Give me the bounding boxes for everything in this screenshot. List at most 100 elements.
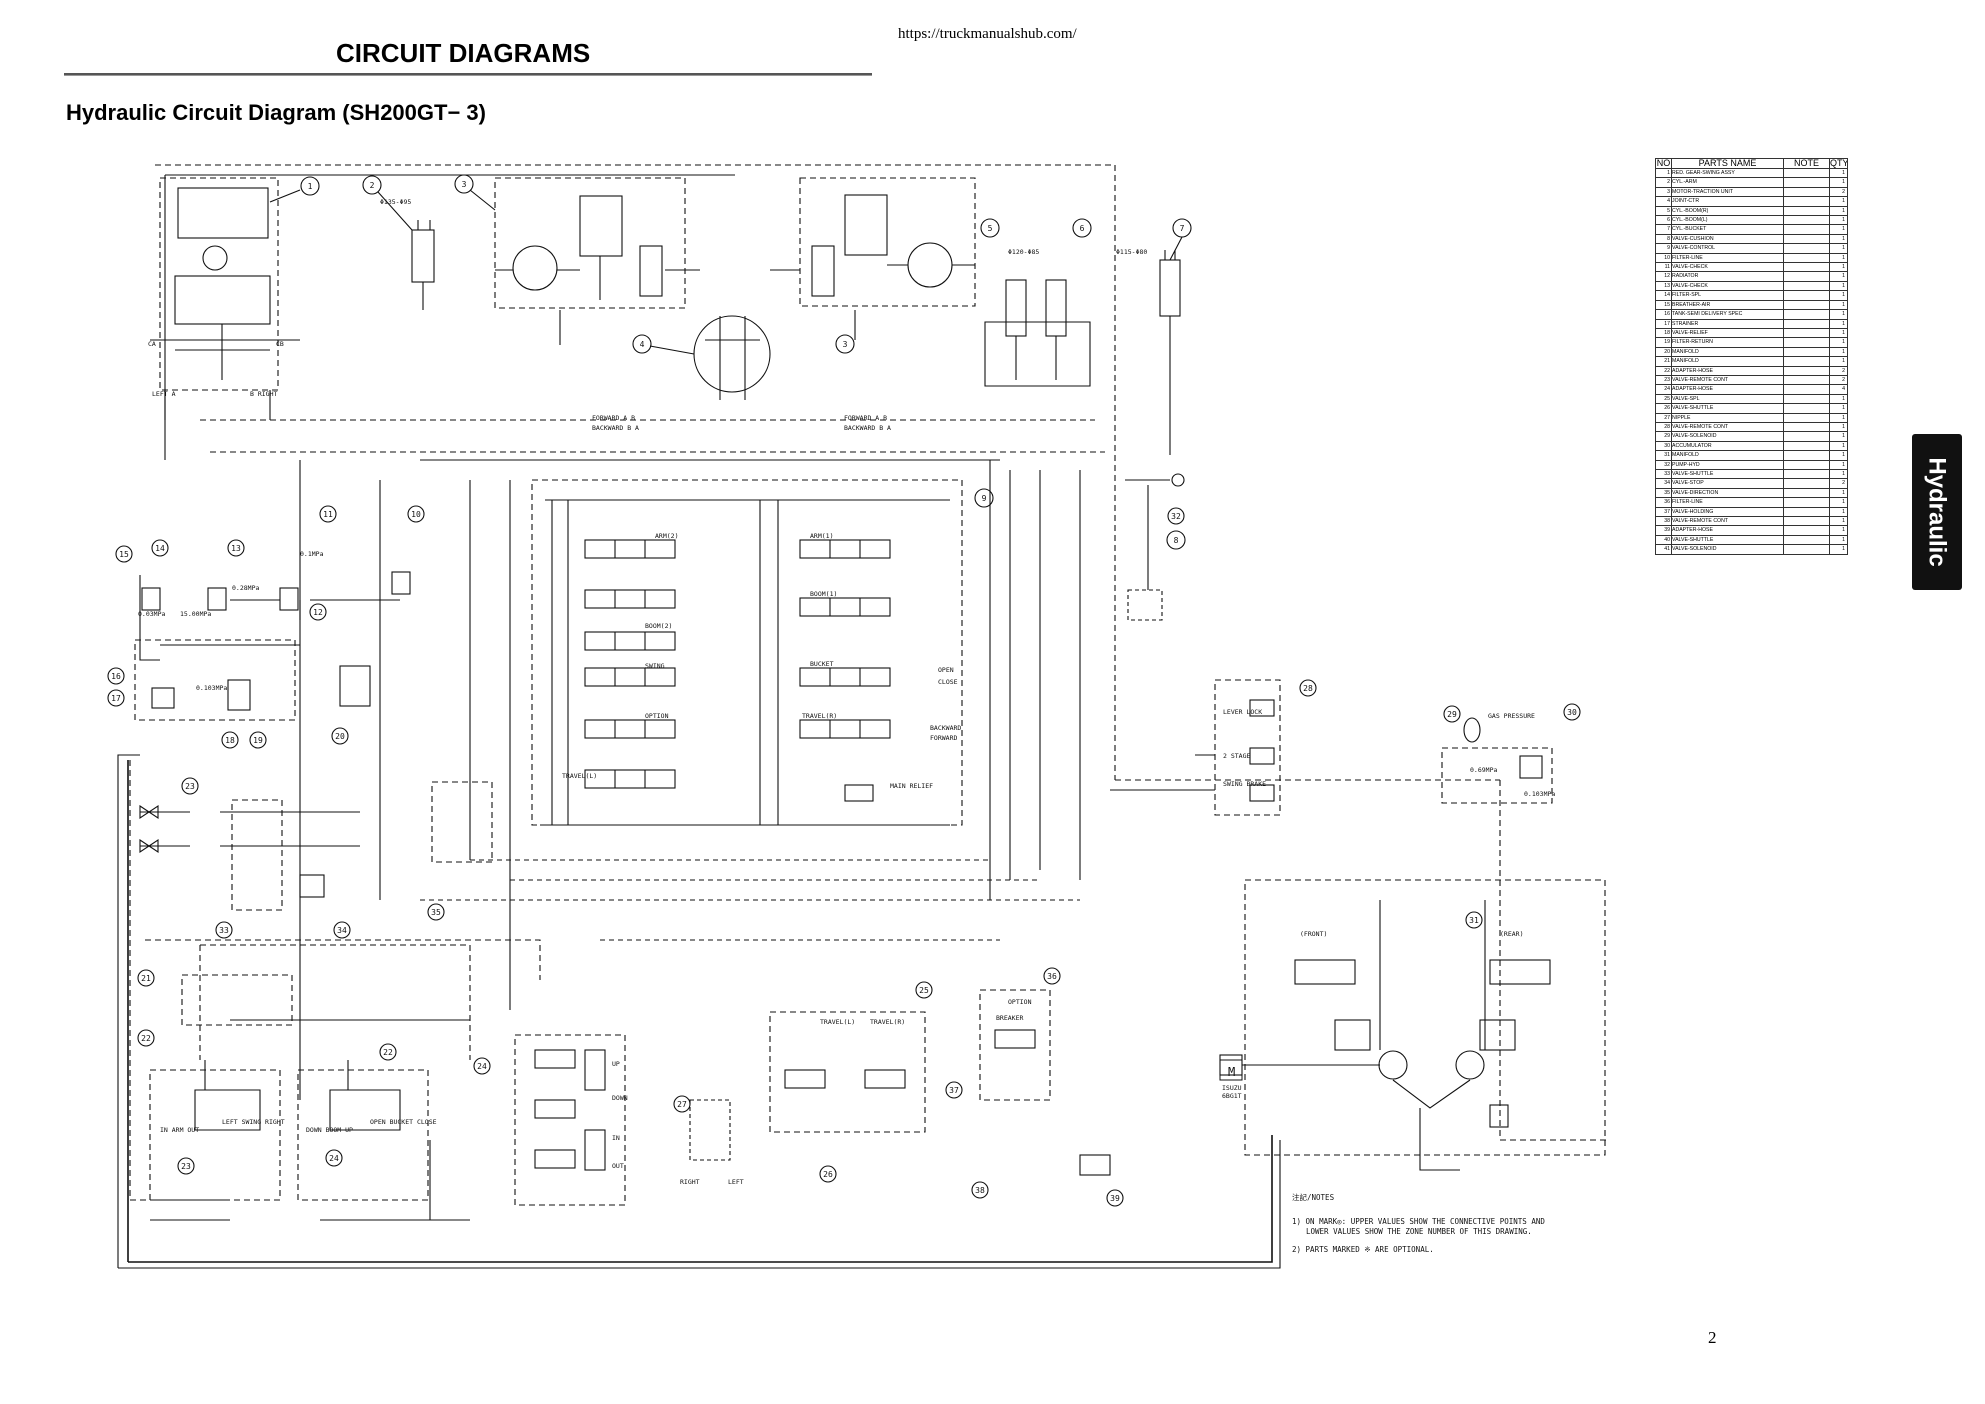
callout-number: 3 bbox=[462, 180, 467, 189]
header-divider bbox=[64, 73, 872, 76]
boom-cylinder-left bbox=[1045, 279, 1067, 337]
cell-note bbox=[1783, 374, 1830, 386]
diagram-title: Hydraulic Circuit Diagram (SH200GT− 3) bbox=[66, 100, 486, 125]
cell-parts-name: ADAPTER-HOSE bbox=[1671, 525, 1784, 536]
cell-qty: 2 bbox=[1829, 374, 1848, 386]
cell-parts-name: VALVE-SPL bbox=[1671, 393, 1784, 405]
cell-note bbox=[1783, 544, 1830, 555]
cell-note bbox=[1783, 459, 1830, 471]
callout-number: 24 bbox=[329, 1154, 339, 1163]
tank-line bbox=[127, 760, 1273, 1263]
cell-no: 32 bbox=[1655, 459, 1672, 471]
cell-qty: 1 bbox=[1829, 224, 1848, 235]
callout-number: 11 bbox=[323, 510, 333, 519]
note-2a: 2) PARTS MARKED ※ ARE OPTIONAL. bbox=[1292, 1245, 1434, 1254]
callout-number: 35 bbox=[431, 908, 441, 917]
col-header-qty: QTY bbox=[1829, 158, 1848, 169]
cell-note bbox=[1783, 280, 1830, 292]
cell-no: 37 bbox=[1655, 506, 1672, 518]
cell-qty: 2 bbox=[1829, 365, 1848, 376]
callout-number: 9 bbox=[982, 494, 987, 503]
cell-note bbox=[1783, 450, 1830, 461]
boom-cylinder-right bbox=[1005, 279, 1027, 337]
cell-qty: 1 bbox=[1829, 252, 1848, 264]
cell-qty: 1 bbox=[1829, 233, 1848, 245]
label-p-0-03: 0.03MPa bbox=[138, 610, 165, 618]
callout-number: 30 bbox=[1567, 708, 1577, 717]
cell-parts-name: VALVE-CUSHION bbox=[1671, 233, 1784, 245]
cell-qty: 1 bbox=[1829, 356, 1848, 367]
label-rear: (REAR) bbox=[1500, 930, 1523, 938]
cell-no: 4 bbox=[1655, 196, 1672, 207]
callout-number: 19 bbox=[253, 736, 263, 745]
label-p-0-103: 0.103MPa bbox=[196, 684, 227, 692]
cell-parts-name: VALVE-SHUTTLE bbox=[1671, 403, 1784, 414]
cell-parts-name: BREATHER-AIR bbox=[1671, 299, 1784, 311]
cell-no: 16 bbox=[1655, 309, 1672, 320]
cell-qty: 1 bbox=[1829, 450, 1848, 461]
cell-qty: 1 bbox=[1829, 534, 1848, 546]
cell-note bbox=[1783, 403, 1830, 414]
col-header-no: NO bbox=[1655, 158, 1672, 169]
cell-no: 31 bbox=[1655, 450, 1672, 461]
callout-number: 20 bbox=[335, 732, 345, 741]
label-engine: ISUZU bbox=[1222, 1084, 1242, 1092]
cell-note bbox=[1783, 290, 1830, 301]
cell-note bbox=[1783, 431, 1830, 442]
callout-number: 10 bbox=[411, 510, 421, 519]
cell-parts-name: VALVE-CONTROL bbox=[1671, 243, 1784, 254]
cell-note bbox=[1783, 525, 1830, 536]
label-breaker: BREAKER bbox=[996, 1014, 1023, 1022]
cell-no: 30 bbox=[1655, 440, 1672, 452]
cell-qty: 1 bbox=[1829, 412, 1848, 423]
cell-qty: 1 bbox=[1829, 487, 1848, 499]
label-gas-pressure: GAS PRESSURE bbox=[1488, 712, 1535, 720]
cell-parts-name: CYL.-ARM bbox=[1671, 177, 1784, 188]
cell-qty: 1 bbox=[1829, 440, 1848, 452]
label-open: OPEN bbox=[938, 666, 954, 674]
pilot-line-top bbox=[155, 164, 1116, 455]
cell-parts-name: VALVE-RELIEF bbox=[1671, 327, 1784, 339]
cell-note bbox=[1783, 252, 1830, 264]
cell-note bbox=[1783, 516, 1830, 527]
cell-note bbox=[1783, 243, 1830, 254]
callout-number: 16 bbox=[111, 672, 121, 681]
cell-qty: 1 bbox=[1829, 280, 1848, 292]
notes-title: 注記/NOTES bbox=[1292, 1192, 1335, 1202]
label-down: DOWN bbox=[612, 1094, 628, 1102]
callout-number: 6 bbox=[1080, 224, 1085, 233]
cell-parts-name: VALVE-DIRECTION bbox=[1671, 487, 1784, 499]
cell-parts-name: MANIFOLD bbox=[1671, 356, 1784, 367]
label-2-stage: 2 STAGE bbox=[1223, 752, 1250, 760]
cell-qty: 1 bbox=[1829, 327, 1848, 339]
cell-no: 27 bbox=[1655, 412, 1672, 423]
cell-no: 12 bbox=[1655, 271, 1672, 282]
callout-number: 24 bbox=[477, 1062, 487, 1071]
cell-qty: 1 bbox=[1829, 468, 1848, 480]
cell-note bbox=[1783, 337, 1830, 348]
callout-number: 2 bbox=[370, 181, 375, 190]
cell-parts-name: ADAPTER-HOSE bbox=[1671, 384, 1784, 395]
section-tab-hydraulic[interactable]: Hydraulic bbox=[1912, 434, 1962, 590]
cell-note bbox=[1783, 205, 1830, 217]
cell-parts-name: ADAPTER-HOSE bbox=[1671, 365, 1784, 376]
label-right: RIGHT bbox=[680, 1178, 700, 1186]
label-p-0-69: 0.69MPa bbox=[1470, 766, 1497, 774]
source-url[interactable]: https://truckmanualshub.com/ bbox=[898, 26, 1077, 42]
callout-number: 39 bbox=[1110, 1194, 1120, 1203]
section-tab-label: Hydraulic bbox=[1924, 457, 1951, 567]
cell-note bbox=[1783, 318, 1830, 329]
